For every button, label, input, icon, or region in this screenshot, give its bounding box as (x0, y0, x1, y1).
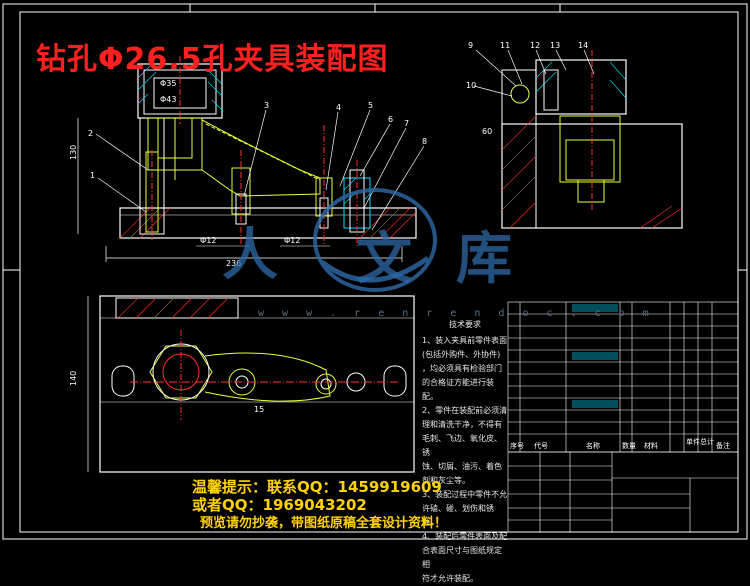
tech-line: 符才允许装配。 (422, 574, 478, 583)
tech-line: 剂和灰尘等。 (422, 476, 470, 485)
tech-line: 理和清洗干净，不得有 (422, 420, 502, 429)
watermark-url: w w w . r e n r e n d o c . c o m (258, 308, 655, 319)
callout-15: 15 (254, 405, 264, 414)
callout-13: 13 (550, 41, 560, 50)
bom-col-no: 序号 (510, 441, 524, 450)
dim-d12b: Φ12 (284, 236, 300, 245)
tech-line: 的合格证方能进行装配。 (422, 378, 494, 401)
callout-11: 11 (500, 41, 510, 50)
tech-line: 1、装入夹具前零件表面 (422, 336, 508, 345)
dim-vert: 130 (69, 145, 78, 160)
dim-d43: Φ43 (160, 95, 176, 104)
bom-col-name: 名称 (586, 441, 600, 450)
notice-preview: 预览请勿抄袭，带图纸原稿全套设计资料！ (200, 516, 448, 531)
watermark-logo (313, 188, 437, 292)
notice-contact-qq1: 温馨提示：联系QQ：1459919609 (192, 478, 442, 496)
tech-line: (包括外购件、外协件) (422, 350, 501, 359)
tech-requirements-heading: 技术要求 (449, 320, 481, 329)
bom-col-total: 总计 (700, 437, 714, 446)
top-view (87, 295, 415, 473)
tech-requirements: 技术要求 1、装入夹具前零件表面 (包括外购件、外协件) ，均必须具有检验部门 … (422, 318, 508, 586)
callout-9: 9 (468, 41, 473, 50)
tech-line: 许磕、碰、划伤和锈蚀。 (422, 504, 494, 527)
drawing-canvas: 1 2 3 4 5 6 7 8 9 10 11 12 13 14 15 Φ35 … (2, 3, 748, 540)
callout-7: 7 (404, 119, 409, 128)
bom-fills (572, 304, 618, 408)
watermark-char-ren: 人 (222, 222, 278, 288)
callout-3: 3 (264, 101, 269, 110)
watermark-char-ku: 库 (456, 226, 512, 292)
bom-col-qty: 数量 (622, 441, 636, 450)
callout-14: 14 (578, 41, 588, 50)
drawing-title: 钻孔Φ26.5孔夹具装配图 (36, 42, 389, 77)
tech-line: 2、零件在装配前必须清 (422, 406, 508, 415)
tech-line: 3、装配过程中零件不允 (422, 490, 508, 499)
inner-frame (19, 11, 739, 533)
tech-line: 蚀、切屑、油污、着色 (422, 462, 502, 471)
callout-5: 5 (368, 101, 373, 110)
dim-side: 60 (482, 127, 492, 136)
dim-height: 140 (69, 371, 78, 386)
notice-contact-qq2: 或者QQ：1969043202 (192, 496, 367, 514)
callout-2: 2 (88, 129, 93, 138)
dim-d35: Φ35 (160, 79, 176, 88)
watermark-char-wen: 文 (356, 226, 412, 292)
callout-6: 6 (388, 115, 393, 124)
bom-col-code: 代号 (534, 441, 548, 450)
callout-12: 12 (530, 41, 540, 50)
callout-10: 10 (466, 81, 476, 90)
side-view (473, 49, 683, 229)
dim-d12a: Φ12 (200, 236, 216, 245)
tech-line: ，均必须具有检验部门 (422, 364, 502, 373)
bom-col-note: 备注 (716, 441, 730, 450)
front-view (77, 56, 425, 262)
bom-table (507, 301, 739, 533)
callout-8: 8 (422, 137, 427, 146)
bom-col-mat: 材料 (644, 441, 658, 450)
tech-line: 毛刺、飞边、氧化皮、锈 (422, 434, 502, 457)
tech-line: 4、装配后零件表面及配 (422, 532, 508, 541)
callout-4: 4 (336, 103, 341, 112)
callout-1: 1 (90, 171, 95, 180)
tech-line: 合表面尺寸与图纸规定相 (422, 546, 502, 569)
dim-width: 236 (226, 259, 241, 268)
bom-col-unit: 单件 (686, 437, 700, 446)
